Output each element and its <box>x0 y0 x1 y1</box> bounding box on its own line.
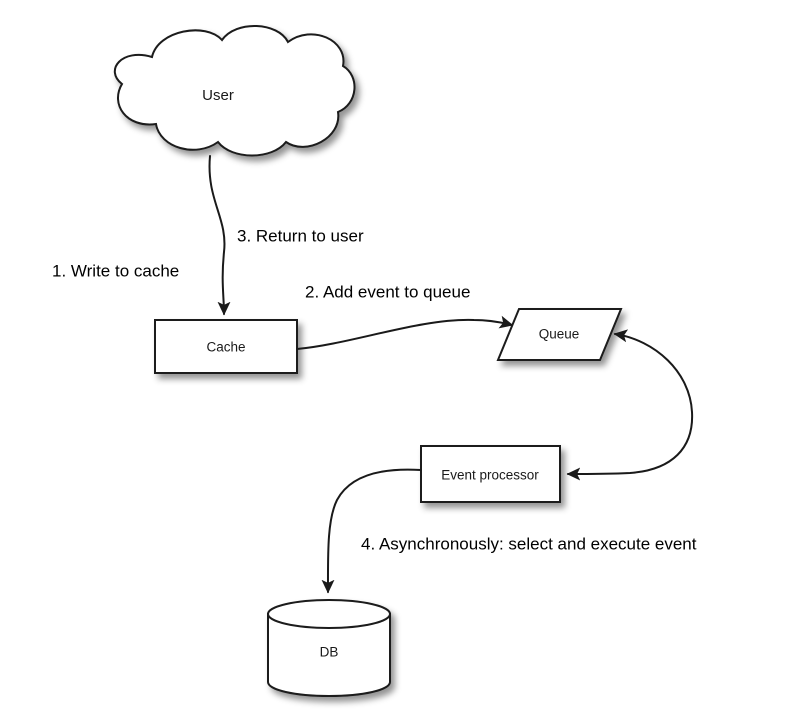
node-event-processor[interactable]: Event processor <box>420 445 561 503</box>
node-db-label: DB <box>320 645 339 660</box>
edge-label-step4: 4. Asynchronously: select and execute ev… <box>361 534 697 553</box>
edge-user-to-cache-path <box>208 155 231 316</box>
node-user[interactable]: User <box>113 25 356 157</box>
node-cache-label: Cache <box>206 340 245 355</box>
node-user-label: User <box>202 87 234 104</box>
edge-user-to-cache[interactable] <box>208 155 231 316</box>
node-db[interactable]: DB <box>267 599 391 698</box>
edge-label-step1: 1. Write to cache <box>52 261 179 280</box>
edge-queue-event-processor-path <box>566 329 694 481</box>
node-queue[interactable]: Queue <box>496 308 623 361</box>
node-cache[interactable]: Cache <box>154 319 298 374</box>
edge-cache-to-queue[interactable] <box>296 315 514 350</box>
edge-label-step3: 3. Return to user <box>237 226 364 245</box>
edge-event-processor-to-db[interactable] <box>321 468 422 594</box>
node-queue-label: Queue <box>539 327 580 342</box>
node-event-processor-label: Event processor <box>441 468 539 483</box>
edge-event-processor-to-db-path <box>321 468 422 594</box>
edge-queue-event-processor[interactable] <box>566 329 694 481</box>
edge-label-step2: 2. Add event to queue <box>305 282 470 301</box>
edge-cache-to-queue-path <box>296 315 514 350</box>
